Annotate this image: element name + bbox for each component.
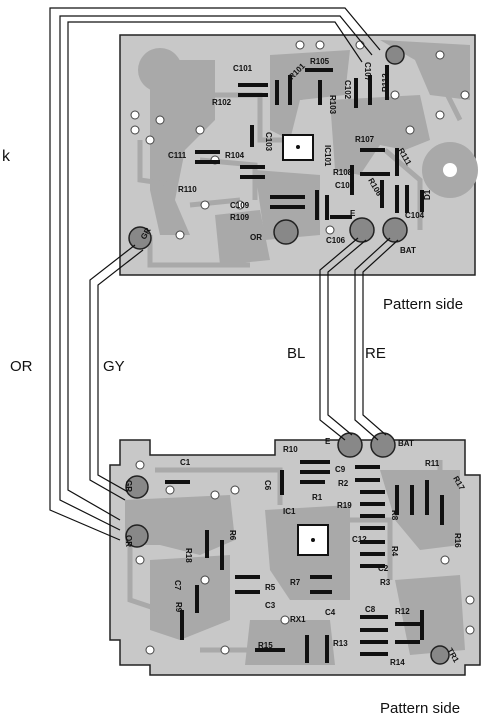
component-label: E <box>325 437 331 446</box>
component-label: R7 <box>290 578 301 587</box>
component-label: R19 <box>337 501 352 510</box>
component-label: BAT <box>398 439 414 448</box>
component-label: C1 <box>180 458 191 467</box>
component-label: R15 <box>258 641 273 650</box>
component-label: R112 <box>381 73 390 92</box>
component-label: R102 <box>212 98 232 107</box>
component-label: R6 <box>228 530 237 541</box>
component-label: R1 <box>312 493 323 502</box>
component-label: R5 <box>265 583 276 592</box>
component-label: BAT <box>400 246 416 255</box>
pattern-side-top-label: Pattern side <box>383 296 464 313</box>
component-label: C3 <box>265 601 276 610</box>
component-label: R3 <box>380 578 391 587</box>
pattern-side-bottom-label: Pattern side <box>380 700 461 717</box>
component-label: GR <box>124 480 133 492</box>
wire-label-gy: GY <box>103 358 125 375</box>
component-label: C9 <box>335 465 346 474</box>
component-label: C101 <box>233 64 253 73</box>
component-label: R9 <box>174 602 183 613</box>
component-label: OR <box>124 535 133 547</box>
component-label: R109 <box>230 213 250 222</box>
component-label: C107 <box>363 62 372 82</box>
component-label: IC101 <box>323 145 332 167</box>
component-label: IC1 <box>283 507 296 516</box>
component-label: C4 <box>325 608 336 617</box>
component-label: OR <box>250 233 262 242</box>
component-label: C8 <box>365 605 376 614</box>
component-label: R4 <box>390 546 399 557</box>
component-label: C102 <box>343 80 352 100</box>
wire-label-bl: BL <box>287 345 306 362</box>
wires <box>49 7 399 541</box>
component-label: E <box>350 209 356 218</box>
component-label: R10 <box>283 445 298 454</box>
component-label: R103 <box>328 95 337 115</box>
component-label: R105 <box>310 57 330 66</box>
wire-label-or: OR <box>10 358 33 375</box>
component-label: C7 <box>173 580 182 591</box>
component-label: C111 <box>168 151 187 160</box>
component-label: R104 <box>225 151 245 160</box>
component-label: R8 <box>390 510 399 521</box>
component-label: C6 <box>263 480 272 491</box>
component-label: R16 <box>453 533 462 548</box>
component-label: C109 <box>230 201 250 210</box>
component-label: C108 <box>335 181 355 190</box>
component-label: R110 <box>178 185 197 194</box>
component-label: C103 <box>264 132 273 152</box>
wire-label-re: RE <box>365 345 386 362</box>
component-label: C104 <box>405 211 425 220</box>
component-label: R107 <box>355 135 375 144</box>
component-label: C2 <box>378 564 389 573</box>
component-label: R108 <box>333 168 353 177</box>
component-label: C12 <box>352 535 367 544</box>
component-label: R18 <box>184 548 193 563</box>
component-label: R14 <box>390 658 405 667</box>
component-label: R13 <box>333 639 348 648</box>
component-label: R11 <box>425 459 440 468</box>
component-label: R2 <box>338 479 349 488</box>
edge-label-k: k <box>2 148 10 165</box>
component-label: R12 <box>395 607 410 616</box>
component-label: D1 <box>423 189 432 200</box>
component-label: RX1 <box>290 615 306 624</box>
component-label: C106 <box>326 236 346 245</box>
